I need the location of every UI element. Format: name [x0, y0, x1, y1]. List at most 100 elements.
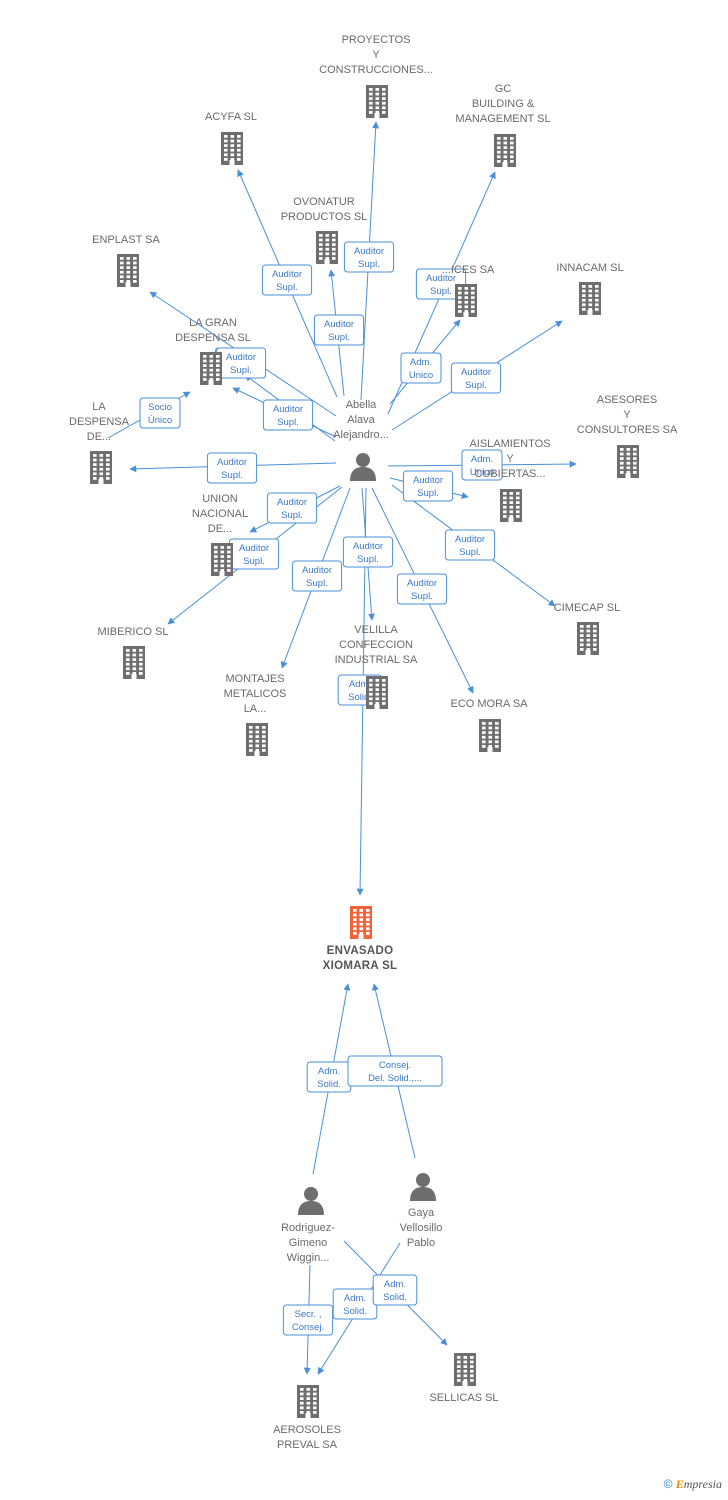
building-icon-lagran[interactable] — [197, 351, 225, 390]
edge-label-text: Unico — [409, 370, 433, 381]
node-label-ices[interactable]: ...ICES SA — [441, 264, 495, 276]
building-icon-ovonatur[interactable] — [313, 230, 341, 269]
edge-label-text: Auditor — [413, 475, 443, 486]
edge-label-text: Supl. — [358, 259, 380, 270]
edge-label-gaya-envasado[interactable]: Adm. Solid. — [306, 1061, 352, 1093]
edge-label-text: Supl. — [430, 286, 452, 297]
edge-label-text: Consej. — [292, 1322, 324, 1333]
node-label-aerosoles[interactable]: AEROSOLES PREVAL SA — [273, 1424, 341, 1451]
node-label-sellicas[interactable]: SELLICAS SL — [429, 1392, 499, 1404]
building-icon-ladespensa[interactable] — [87, 450, 115, 489]
edge-label-text: Auditor — [273, 404, 303, 415]
building-icon-montajes[interactable] — [243, 722, 271, 761]
node-label-montajes[interactable]: MONTAJES METALICOS LA... — [223, 673, 287, 715]
node-label-aislamientos[interactable]: AISLAMIENTOS Y CUBIERTAS... — [469, 438, 551, 480]
building-icon-proyectos[interactable] — [363, 84, 391, 123]
edge-label-rodriguez-aerosoles[interactable]: Consej.Del. Solid.,... — [347, 1055, 443, 1087]
person-icon-rodriguez[interactable] — [296, 1185, 326, 1220]
edge-label-text: Único — [148, 415, 172, 426]
building-icon-miberico[interactable] — [120, 645, 148, 684]
building-icon-innacam[interactable] — [576, 281, 604, 320]
building-icon-cimecap[interactable] — [574, 621, 602, 660]
edge-label-text: Supl. — [459, 547, 481, 558]
edge-label-text: Consej. — [379, 1060, 411, 1071]
edge-label-abella-ices[interactable]: Adm. Unico — [400, 352, 442, 384]
building-icon-aerosoles[interactable] — [294, 1384, 322, 1423]
edge-label-text: Auditor — [226, 352, 256, 363]
node-label-rodriguez[interactable]: Rodriguez- Gimeno Wiggin... — [281, 1222, 335, 1264]
edge-label-text: Auditor — [426, 273, 456, 284]
node-label-ecomora[interactable]: ECO MORA SA — [450, 698, 528, 710]
edge-label-abella-asesores[interactable]: Adm.Unico — [461, 449, 503, 481]
node-label-enplast[interactable]: ENPLAST SA — [92, 234, 160, 246]
node-label-proyectos[interactable]: PROYECTOS Y CONSTRUCCIONES... — [319, 34, 433, 76]
edge-label-gaya-sellicas[interactable]: Adm. Solid. — [372, 1274, 418, 1306]
edge-label-text: Auditor — [353, 541, 383, 552]
footer-brand: © Empresia — [664, 1477, 722, 1492]
building-icon-sellicas[interactable] — [451, 1352, 479, 1391]
node-label-gc[interactable]: GC BUILDING & MANAGEMENT SL — [455, 83, 551, 125]
edge-label-text: Adm. — [318, 1066, 340, 1077]
building-icon-acyfa[interactable] — [218, 131, 246, 170]
node-label-lagran[interactable]: LA GRAN DESPENSA SL — [175, 317, 251, 344]
edge-label-text: Solid. — [317, 1079, 341, 1090]
edge-label-text: Auditor — [217, 457, 247, 468]
person-icon-abella[interactable] — [348, 451, 378, 486]
copyright-symbol: © — [663, 1477, 673, 1491]
edge-label-text: Auditor — [272, 269, 302, 280]
node-label-asesores[interactable]: ASESORES Y CONSULTORES SA — [576, 394, 678, 436]
edge-label-text: Auditor — [277, 497, 307, 508]
building-icon-envasado[interactable] — [347, 905, 375, 944]
edge-label-gaya-aerosoles[interactable]: Secr. ,Consej. — [282, 1304, 334, 1336]
node-label-cimecap[interactable]: CIMECAP SL — [553, 602, 621, 614]
edge-label-text: Adm. — [410, 357, 432, 368]
empresia-logo: Empresia — [675, 1477, 722, 1491]
edge-label-text: Solid. — [383, 1292, 407, 1303]
building-icon-enplast[interactable] — [114, 253, 142, 292]
building-icon-ices[interactable] — [452, 283, 480, 322]
building-icon-union[interactable] — [208, 542, 236, 581]
edge-label-text: Supl. — [230, 365, 252, 376]
edge-label-text: Auditor — [461, 367, 491, 378]
node-label-acyfa[interactable]: ACYFA SL — [205, 111, 257, 123]
edge-label-text: Solid. — [343, 1306, 367, 1317]
node-label-gaya[interactable]: Gaya Vellosillo Pablo — [399, 1207, 443, 1249]
edge-label-text: Supl. — [465, 380, 487, 391]
edge-label-text: Supl. — [328, 332, 350, 343]
node-label-ovonatur[interactable]: OVONATUR PRODUCTOS SL — [280, 196, 368, 223]
building-icon-gc[interactable] — [491, 133, 519, 172]
building-icon-velilla[interactable] — [363, 675, 391, 714]
edge-label-text: Supl. — [417, 488, 439, 499]
edge-label-text: Adm. — [344, 1293, 366, 1304]
edge-label-rodriguez-sellicas[interactable]: Adm. Solid. — [332, 1288, 378, 1320]
node-label-innacam[interactable]: INNACAM SL — [556, 262, 624, 274]
node-label-velilla[interactable]: VELILLA CONFECCION INDUSTRIAL SA — [334, 624, 418, 666]
building-icon-ecomora[interactable] — [476, 718, 504, 757]
building-icon-asesores[interactable] — [614, 444, 642, 483]
person-icon-gaya[interactable] — [408, 1171, 438, 1206]
node-label-abella[interactable]: Abella Alava Alejandro... — [333, 399, 389, 441]
building-icon-aislamientos[interactable] — [497, 488, 525, 527]
edge-label-text: Adm. — [471, 454, 493, 465]
node-label-union[interactable]: UNION NACIONAL DE... — [191, 493, 249, 535]
node-label-envasado[interactable]: ENVASADO XIOMARA SL — [322, 945, 398, 972]
edge-label-text: Auditor — [302, 565, 332, 576]
node-label-ladespensa[interactable]: LA DESPENSA DE... — [69, 401, 129, 443]
node-label-miberico[interactable]: MIBERICO SL — [97, 626, 169, 638]
edge-label-text: Adm. — [384, 1279, 406, 1290]
